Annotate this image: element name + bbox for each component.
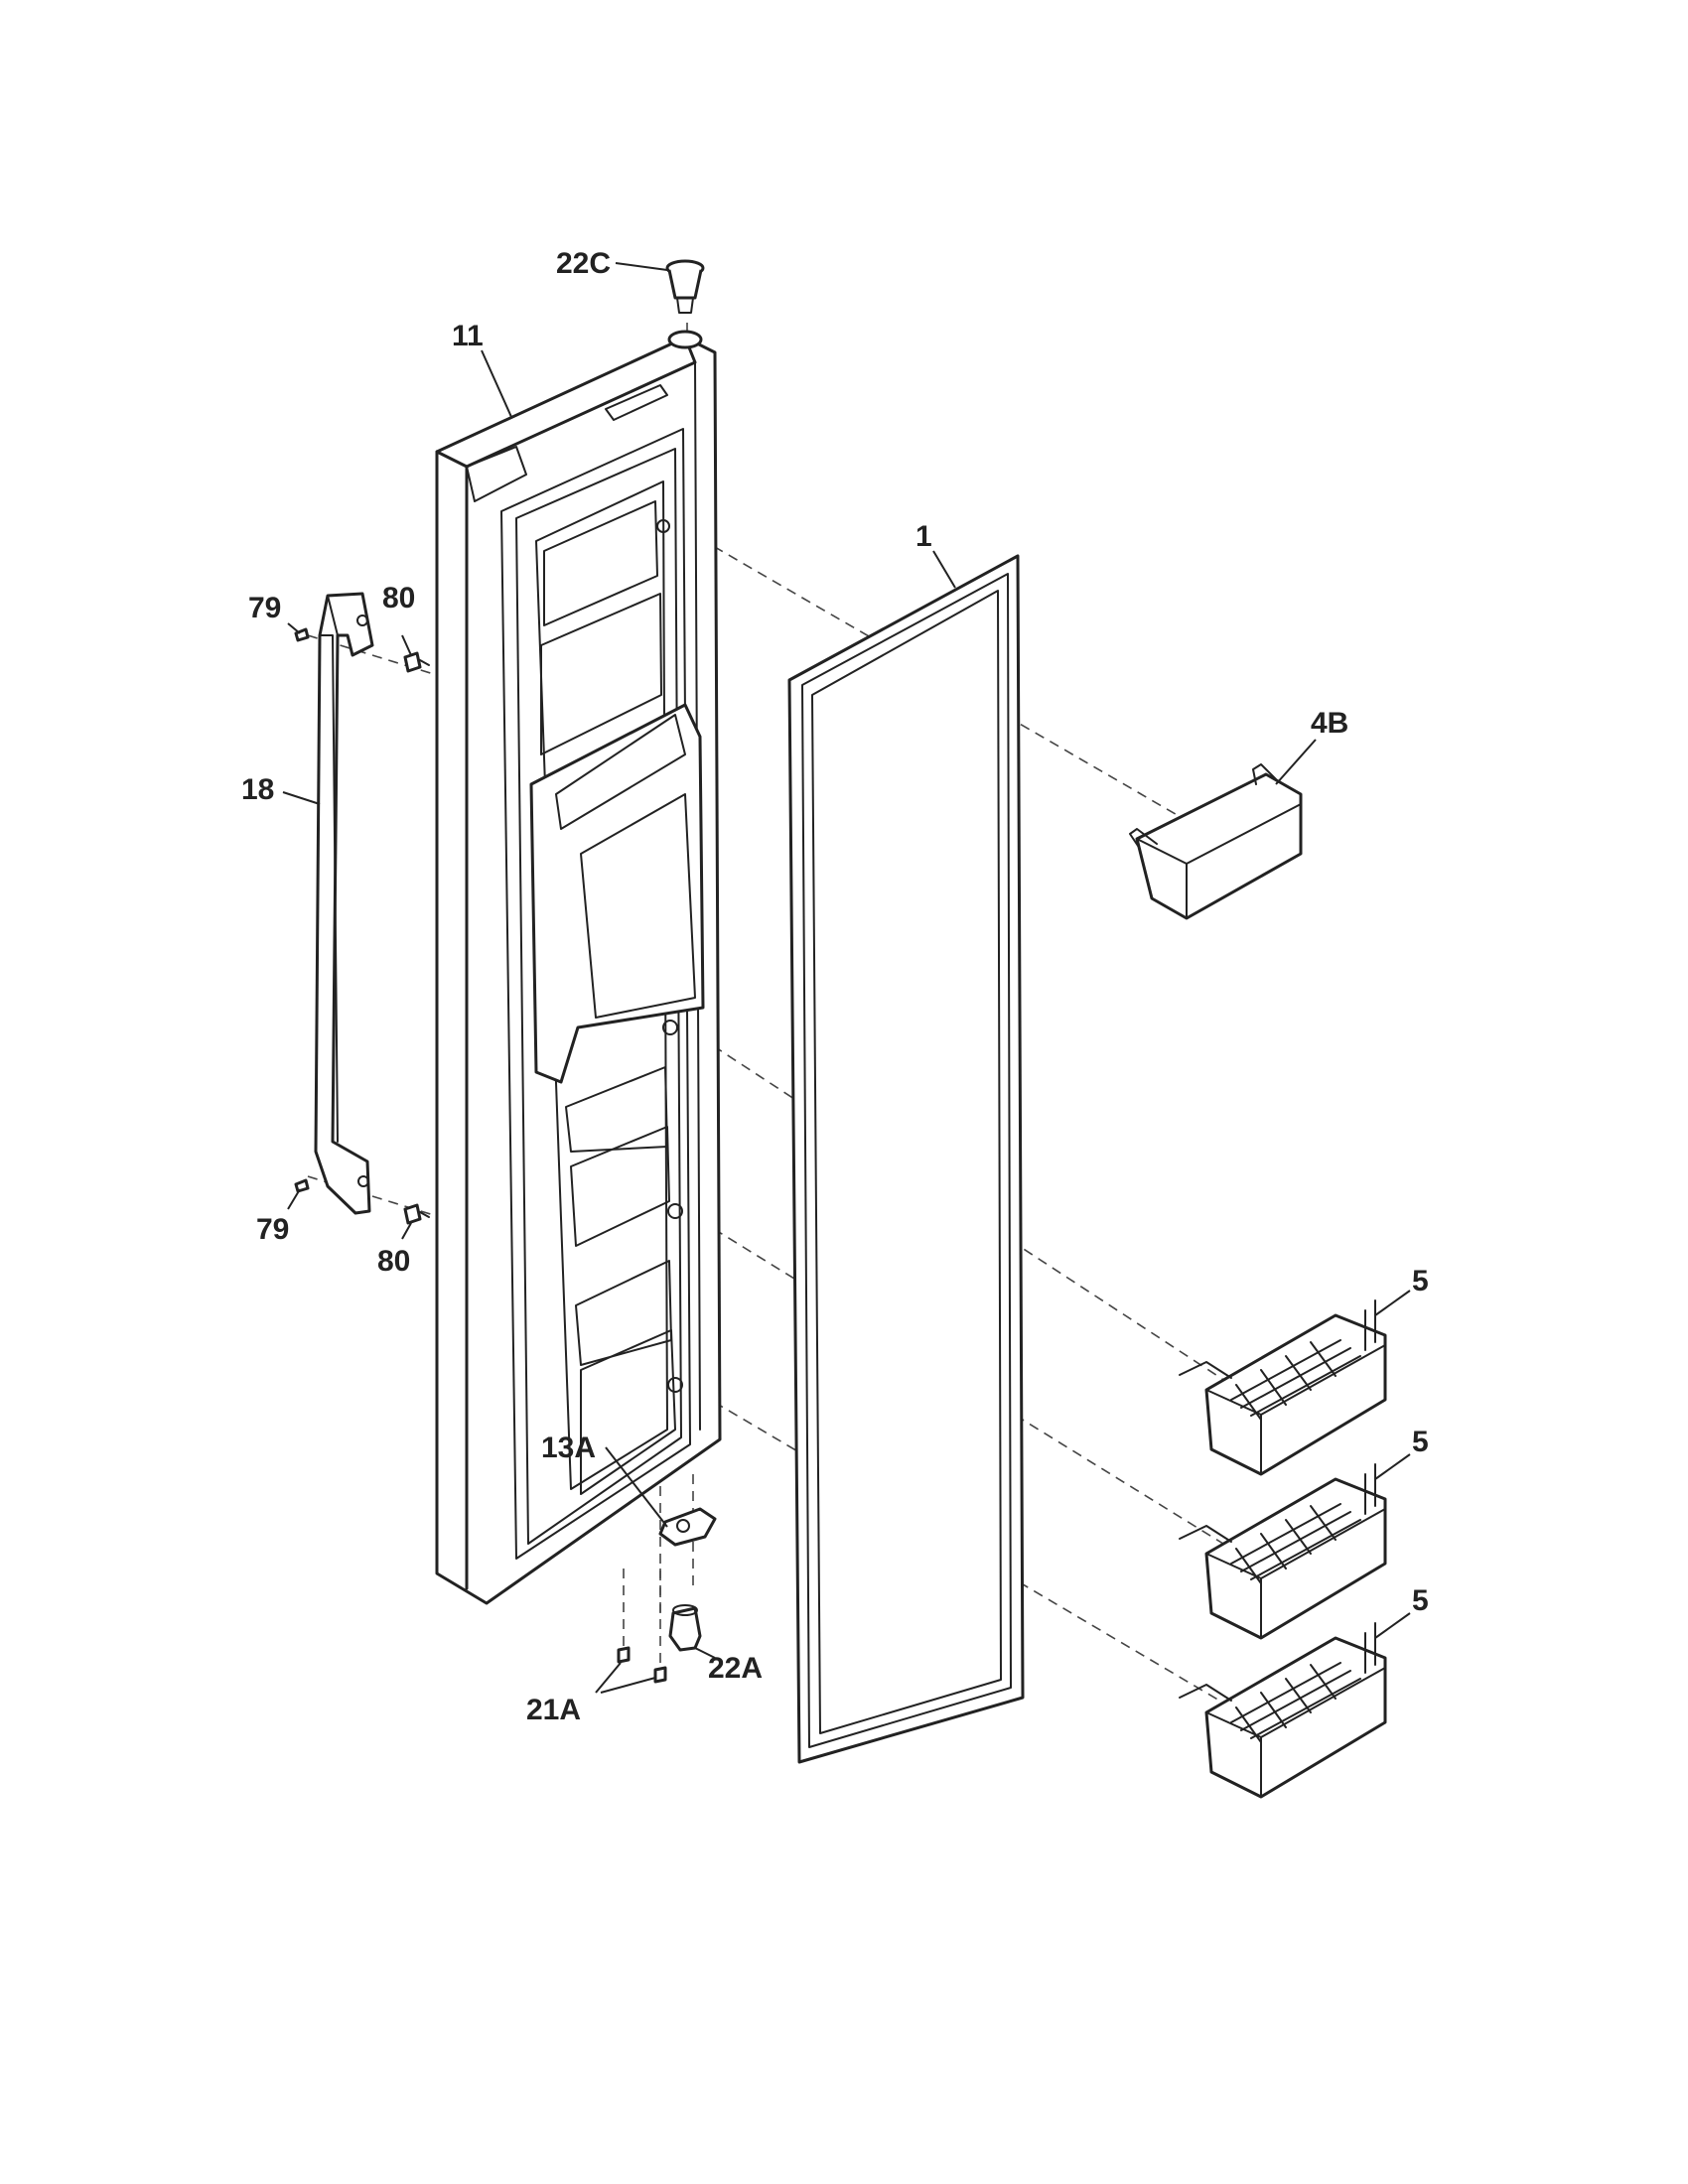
handle-screws <box>294 627 430 1225</box>
callout-5-b: 5 <box>1412 1426 1429 1458</box>
door-assembly <box>435 330 722 1605</box>
callout-labels: 22C 11 1 4B 79 80 18 79 80 5 5 5 13A 22A… <box>241 247 1429 1726</box>
callout-5-c: 5 <box>1412 1584 1429 1617</box>
door-bin-part <box>1129 763 1303 920</box>
callout-22a: 22A <box>708 1652 763 1685</box>
hinge-bushing-top-part <box>665 259 705 314</box>
callout-18: 18 <box>241 773 274 806</box>
callout-80-top: 80 <box>382 582 415 614</box>
callout-80-bottom: 80 <box>377 1245 410 1278</box>
hinge-screws <box>617 1646 667 1684</box>
wire-basket-bin-1 <box>1179 1299 1387 1476</box>
hinge-bushing-bottom-part <box>668 1604 702 1652</box>
door-handle-part <box>314 592 374 1215</box>
wire-basket-bin-2 <box>1179 1463 1387 1640</box>
callout-22c: 22C <box>556 247 611 280</box>
wire-basket-bin-3 <box>1179 1622 1387 1799</box>
callout-1: 1 <box>915 520 932 553</box>
leader-lines <box>282 262 1411 1694</box>
door-gasket-part <box>787 554 1025 1764</box>
callout-5-a: 5 <box>1412 1265 1429 1297</box>
callout-79-top: 79 <box>248 592 281 624</box>
callout-13a: 13A <box>541 1432 596 1464</box>
callout-79-bottom: 79 <box>256 1213 289 1246</box>
callout-21a: 21A <box>526 1694 581 1726</box>
hinge-plate-part <box>658 1507 717 1547</box>
callout-11: 11 <box>452 320 484 352</box>
callout-4b: 4B <box>1311 707 1348 740</box>
